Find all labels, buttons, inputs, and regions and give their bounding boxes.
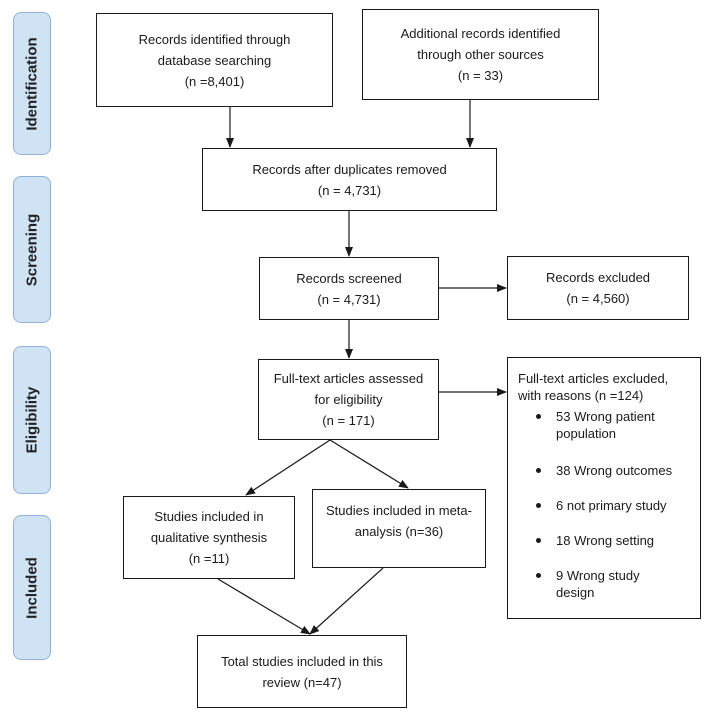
box-records-excluded: Records excluded (n = 4,560) [507,256,689,320]
box-other-sources: Additional records identified through ot… [362,9,599,100]
excluded-heading-line: with reasons (n =124) [518,388,644,403]
box-line: Records screened [296,270,402,286]
arrow-fulltext-to-qualitative [245,439,331,496]
list-item: 9 Wrong study design [518,567,692,601]
box-line: review (n=47) [262,674,342,690]
reason-line: population [556,426,616,441]
box-line: (n = 4,731) [317,182,382,198]
reason-line: 53 Wrong patient [556,409,655,424]
box-line: (n = 4,560) [566,291,630,306]
box-line: Total studies included in this [221,653,383,669]
box-line: (n = 171) [322,413,375,428]
box-line: Records identified through [138,31,291,47]
box-line: for eligibility [314,392,383,407]
box-line: Additional records identified [400,26,561,41]
box-database-records: Records identified through database sear… [96,13,333,107]
arrow-meta-to-total [309,567,384,635]
phase-identification-label: Identification [23,36,41,131]
phase-screening-label: Screening [23,213,41,286]
box-qualitative-synthesis: Studies included in qualitative synthesi… [123,496,295,579]
box-line: Studies included in meta- [326,503,472,518]
reason-line: 6 not primary study [556,498,667,513]
box-line: (n = 33) [457,68,504,83]
phase-included: Included [13,515,51,660]
box-line: qualitative synthesis [150,530,268,545]
phase-included-label: Included [23,556,41,619]
box-after-duplicates: Records after duplicates removed (n = 4,… [202,148,497,211]
box-line: Studies included in [154,509,264,524]
excluded-heading-line: Full-text articles excluded, [518,371,669,386]
exclusion-reasons-list: 53 Wrong patient population 38 Wrong out… [518,408,692,601]
box-line: (n = 4,731) [317,291,381,307]
list-item: 18 Wrong setting [518,532,692,549]
list-item: 53 Wrong patient population [518,408,692,442]
arrow-fulltext-to-meta [329,439,409,489]
phase-eligibility-label: Eligibility [23,386,41,454]
list-item: 6 not primary study [518,497,692,514]
box-full-text-assessed: Full-text articles assessed for eligibil… [258,359,439,440]
phase-eligibility: Eligibility [13,346,51,494]
box-line: (n =8,401) [184,73,245,89]
box-line: (n =11) [188,551,230,566]
box-meta-analysis: Studies included in meta- analysis (n=36… [312,489,486,568]
box-line: database searching [157,52,272,68]
list-item: 38 Wrong outcomes [518,462,692,479]
phase-screening: Screening [13,176,51,323]
box-full-text-excluded: Full-text articles excluded, with reason… [507,357,701,619]
box-records-screened: Records screened (n = 4,731) [259,257,439,320]
phase-identification: Identification [13,12,51,155]
box-line: Full-text articles assessed [273,371,424,386]
box-line: Records after duplicates removed [252,161,447,177]
box-line: through other sources [417,47,544,62]
reason-line: 9 Wrong study [556,568,640,583]
arrow-qualitative-to-total [217,578,311,635]
box-line: analysis (n=36) [354,524,444,539]
box-line: Records excluded [545,270,651,285]
box-total-studies: Total studies included in this review (n… [197,635,407,708]
reason-line: 18 Wrong setting [556,533,655,548]
reason-line: design [556,585,595,600]
reason-line: 38 Wrong outcomes [556,463,673,478]
